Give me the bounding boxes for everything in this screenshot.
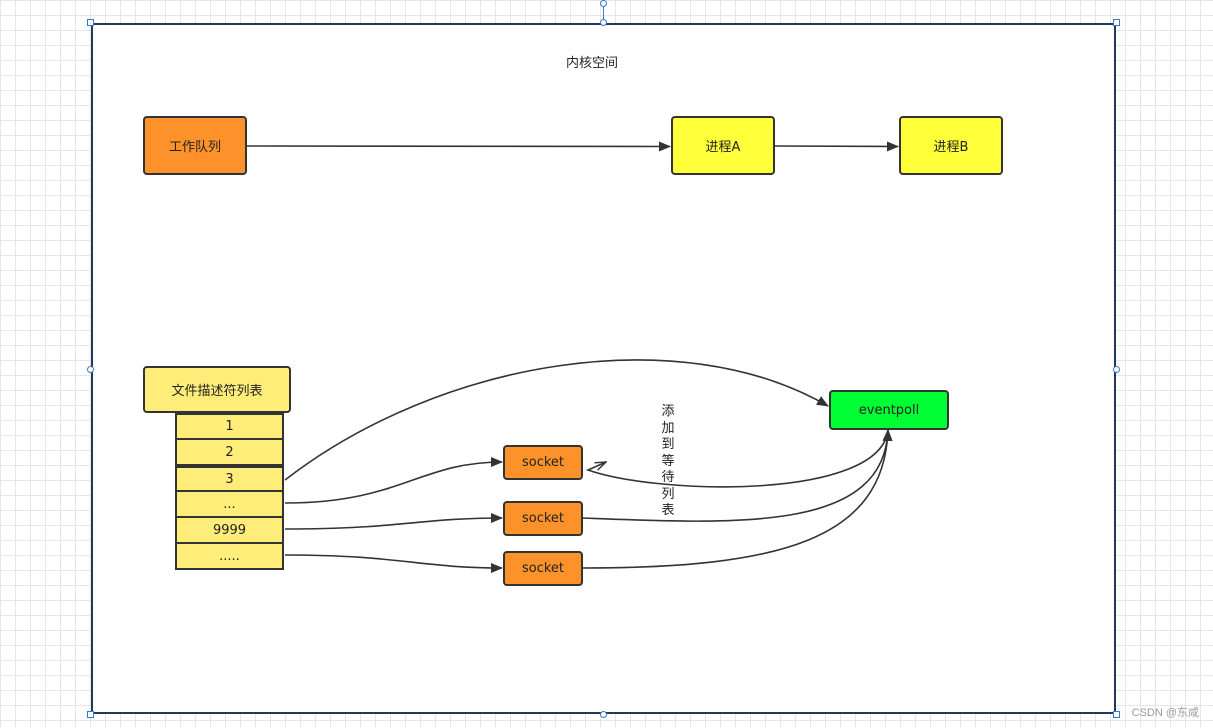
fd-row[interactable]: 9999: [175, 516, 284, 544]
rotation-handle[interactable]: [600, 0, 607, 7]
process-a-label: 进程A: [705, 140, 741, 155]
arrow-fd3-to-eventpoll[interactable]: [284, 359, 829, 481]
fd-row[interactable]: ...: [175, 490, 284, 518]
process-b-node[interactable]: 进程B: [899, 116, 1003, 175]
socket-label: socket: [521, 511, 565, 526]
fd-table-header[interactable]: 文件描述符列表: [143, 366, 291, 413]
arrow-fd-9999-to-socket-2[interactable]: [284, 513, 503, 530]
fd-row-label: 9999: [212, 522, 247, 538]
watermark: CSDN @东咸: [1131, 707, 1199, 719]
arrow-socket-3-to-eventpoll[interactable]: [581, 429, 893, 569]
socket-node-2[interactable]: socket: [503, 501, 583, 536]
socket-label: socket: [521, 561, 565, 576]
fd-row-label: ...: [223, 496, 236, 512]
process-a-node[interactable]: 进程A: [671, 116, 775, 175]
arrow-socket-2-to-eventpoll[interactable]: [581, 429, 893, 522]
eventpoll-label: eventpoll: [858, 402, 920, 418]
socket-node-1[interactable]: socket: [503, 445, 583, 480]
resize-handle-bottom-right[interactable]: [1113, 711, 1120, 718]
fd-row[interactable]: 3: [175, 466, 284, 493]
resize-handle-bottom-left[interactable]: [87, 711, 94, 718]
rotation-handle-line: [603, 6, 604, 22]
fd-row-label: 3: [225, 472, 234, 487]
socket-label: socket: [521, 455, 565, 470]
work-queue-label: 工作队列: [168, 140, 221, 155]
arrow-eventpoll-to-socket-1[interactable]: [585, 429, 889, 488]
resize-handle-right[interactable]: [1113, 366, 1120, 373]
arrow-fd-dots2-to-socket-3[interactable]: [284, 554, 503, 573]
fd-row[interactable]: .....: [175, 542, 284, 570]
socket-node-3[interactable]: socket: [503, 551, 583, 586]
eventpoll-node[interactable]: eventpoll: [829, 390, 949, 430]
process-b-label: 进程B: [933, 140, 969, 155]
fd-row[interactable]: 1: [175, 413, 284, 440]
fd-row-label: 2: [225, 444, 234, 460]
resize-handle-top-right[interactable]: [1113, 19, 1120, 26]
fd-row-label: .....: [219, 548, 240, 564]
resize-handle-top-left[interactable]: [87, 19, 94, 26]
arrow-process-a-to-process-b[interactable]: [773, 141, 899, 152]
work-queue-node[interactable]: 工作队列: [143, 116, 247, 175]
arrow-workqueue-to-process-a[interactable]: [245, 141, 671, 152]
kernel-space-title: 内核空间: [566, 56, 619, 71]
resize-handle-top[interactable]: [600, 19, 607, 26]
arrow-fd-dots-to-socket-1[interactable]: [284, 457, 503, 504]
resize-handle-bottom[interactable]: [600, 711, 607, 718]
wait-list-annotation: 添加到等待列表: [661, 404, 675, 518]
fd-row[interactable]: 2: [175, 438, 284, 466]
fd-table-header-label: 文件描述符列表: [171, 384, 263, 399]
resize-handle-left[interactable]: [87, 366, 94, 373]
fd-row-label: 1: [225, 419, 234, 434]
